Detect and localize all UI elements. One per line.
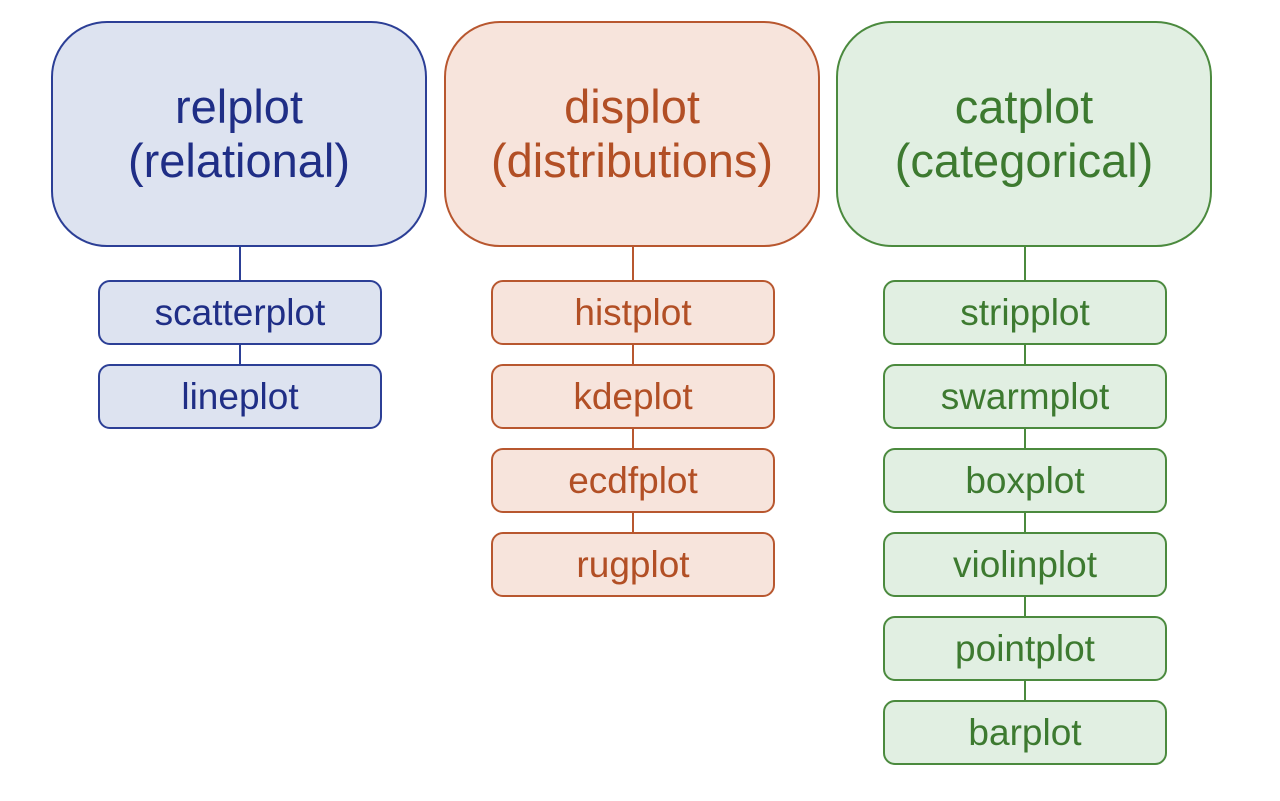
header-title: catplot	[954, 80, 1094, 133]
header-title: relplot	[174, 80, 303, 133]
connector-line	[239, 247, 241, 281]
node-swarmplot: swarmplot	[883, 364, 1167, 429]
catplot-header: catplot (categorical)	[836, 21, 1212, 247]
connector-line	[1024, 345, 1026, 364]
node-label: scatterplot	[154, 291, 326, 333]
node-label: ecdfplot	[568, 459, 698, 501]
node-stripplot: stripplot	[883, 280, 1167, 345]
node-label: pointplot	[955, 627, 1095, 669]
relplot-column: relplot (relational) scatterplot lineplo…	[51, 0, 431, 801]
connector-line	[1024, 513, 1026, 532]
node-label: lineplot	[181, 375, 299, 417]
node-ecdfplot: ecdfplot	[491, 448, 775, 513]
displot-column: displot (distributions) histplot kdeplot…	[444, 0, 824, 801]
header-subtitle: (distributions)	[490, 134, 774, 187]
node-label: rugplot	[576, 543, 690, 585]
node-scatterplot: scatterplot	[98, 280, 382, 345]
node-boxplot: boxplot	[883, 448, 1167, 513]
connector-line	[239, 345, 241, 364]
catplot-column: catplot (categorical) stripplot swarmplo…	[836, 0, 1216, 801]
connector-line	[1024, 429, 1026, 448]
connector-line	[1024, 597, 1026, 616]
connector-line	[1024, 247, 1026, 281]
displot-header: displot (distributions)	[444, 21, 820, 247]
node-violinplot: violinplot	[883, 532, 1167, 597]
relplot-header: relplot (relational)	[51, 21, 427, 247]
connector-line	[1024, 681, 1026, 700]
node-label: barplot	[968, 711, 1082, 753]
connector-line	[632, 247, 634, 281]
node-label: violinplot	[953, 543, 1097, 585]
node-label: stripplot	[960, 291, 1090, 333]
connector-line	[632, 345, 634, 364]
connector-line	[632, 429, 634, 448]
node-lineplot: lineplot	[98, 364, 382, 429]
header-subtitle: (categorical)	[894, 134, 1154, 187]
node-label: swarmplot	[940, 375, 1110, 417]
connector-line	[632, 513, 634, 532]
node-pointplot: pointplot	[883, 616, 1167, 681]
node-label: boxplot	[965, 459, 1085, 501]
node-kdeplot: kdeplot	[491, 364, 775, 429]
header-subtitle: (relational)	[127, 134, 351, 187]
node-label: histplot	[574, 291, 692, 333]
node-barplot: barplot	[883, 700, 1167, 765]
node-rugplot: rugplot	[491, 532, 775, 597]
node-label: kdeplot	[573, 375, 693, 417]
node-histplot: histplot	[491, 280, 775, 345]
header-title: displot	[564, 80, 700, 133]
